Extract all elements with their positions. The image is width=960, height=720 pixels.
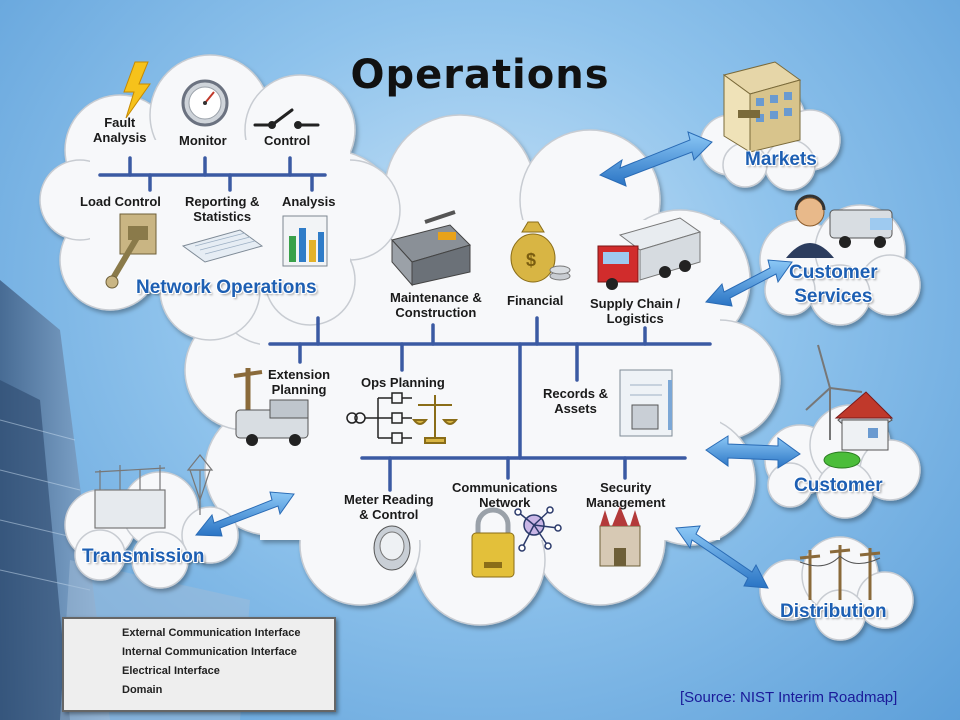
label-financial: Financial <box>507 293 564 308</box>
label-meter-line2: & Control <box>359 507 419 522</box>
label-reporting-statistics: Reporting & Statistics <box>185 194 259 224</box>
domain-customer-services-line2: Services <box>794 286 873 307</box>
castle-icon <box>599 506 641 567</box>
label-security-management: Security Management <box>586 480 665 510</box>
label-records-line1: Records & <box>543 386 609 401</box>
label-records-assets: Records & Assets <box>543 386 608 416</box>
records-icon <box>619 369 673 437</box>
label-load-control: Load Control <box>80 194 161 209</box>
operator-icon <box>786 194 834 258</box>
label-supply-chain: Supply Chain / Logistics <box>590 296 680 326</box>
svg-text:$: $ <box>526 250 536 270</box>
label-analysis: Analysis <box>282 194 336 209</box>
analysis-chart-icon <box>282 215 328 267</box>
network-node-icon <box>514 506 562 552</box>
label-maintenance-line1: Maintenance & <box>390 290 482 305</box>
label-control: Control <box>264 133 311 148</box>
label-extension-line1: Extension <box>268 367 331 382</box>
label-maintenance-line2: Construction <box>395 305 477 320</box>
label-security-line2: Management <box>586 495 666 510</box>
domain-markets: Markets <box>745 149 817 170</box>
label-extension-line2: Planning <box>271 382 327 397</box>
domain-customer: Customer <box>794 475 883 496</box>
label-communications-network: Communications Network <box>452 480 557 510</box>
label-meter-reading: Meter Reading & Control <box>344 492 434 522</box>
label-comms-line2: Network <box>479 495 531 510</box>
diagram-title: Operations <box>350 52 610 98</box>
label-extension-planning: Extension Planning <box>268 367 330 397</box>
customer-arrow <box>705 435 801 469</box>
legend-internal: Internal Communication Interface <box>122 646 297 658</box>
label-fault-analysis-line1: Fault <box>104 115 136 130</box>
markets-arrow <box>598 131 713 187</box>
gauge-icon <box>181 79 229 127</box>
label-supply-line1: Supply Chain / <box>590 296 681 311</box>
market-building-icon <box>722 61 802 153</box>
label-monitor: Monitor <box>179 133 227 148</box>
wind-turbine-icon <box>805 344 863 440</box>
domain-network-operations: Network Operations <box>136 277 317 298</box>
label-supply-line2: Logistics <box>606 311 664 326</box>
report-icon <box>181 229 264 263</box>
internal-bus-lines <box>98 156 712 492</box>
label-security-line1: Security <box>600 480 652 495</box>
utility-truck-icon <box>233 368 309 446</box>
utility-pole-icon <box>799 545 881 600</box>
meter-icon <box>373 525 411 571</box>
load-control-icon <box>105 213 157 289</box>
substation-icon <box>94 454 214 529</box>
label-records-line2: Assets <box>554 401 597 416</box>
label-reporting-line2: Statistics <box>193 209 252 224</box>
label-reporting-line1: Reporting & <box>185 194 260 209</box>
legend-domain: Domain <box>122 684 163 696</box>
label-ops-planning: Ops Planning <box>361 375 445 390</box>
customer-services-arrow <box>705 259 793 307</box>
schematic-icon <box>346 392 412 444</box>
service-truck-icon <box>829 209 893 248</box>
money-bag-icon: $ <box>510 221 571 283</box>
external-arrows <box>194 131 801 589</box>
label-meter-line1: Meter Reading <box>344 492 434 507</box>
domain-customer-services-line1: Customer <box>789 262 878 283</box>
legend-external: External Communication Interface <box>122 627 301 639</box>
house-icon <box>823 391 894 469</box>
truck-icon <box>597 217 702 290</box>
lightning-icon <box>123 61 151 119</box>
domain-customer-services: Customer Services <box>789 261 878 309</box>
padlock-icon <box>471 507 515 578</box>
scales-icon <box>411 395 459 444</box>
transmission-arrow <box>194 491 295 537</box>
domain-distribution: Distribution <box>780 601 887 622</box>
legend-electrical: Electrical Interface <box>122 665 220 677</box>
source-citation: [Source: NIST Interim Roadmap] <box>680 689 898 706</box>
label-maintenance-construction: Maintenance & Construction <box>390 290 482 320</box>
switch-icon <box>253 108 320 129</box>
toolbox-icon <box>391 210 471 287</box>
domain-transmission: Transmission <box>82 546 205 567</box>
label-fault-analysis-line2: Analysis <box>93 130 147 145</box>
legend <box>62 617 336 712</box>
distribution-arrow <box>675 525 769 589</box>
label-fault-analysis: Fault Analysis <box>93 115 146 145</box>
label-comms-line1: Communications <box>452 480 558 495</box>
